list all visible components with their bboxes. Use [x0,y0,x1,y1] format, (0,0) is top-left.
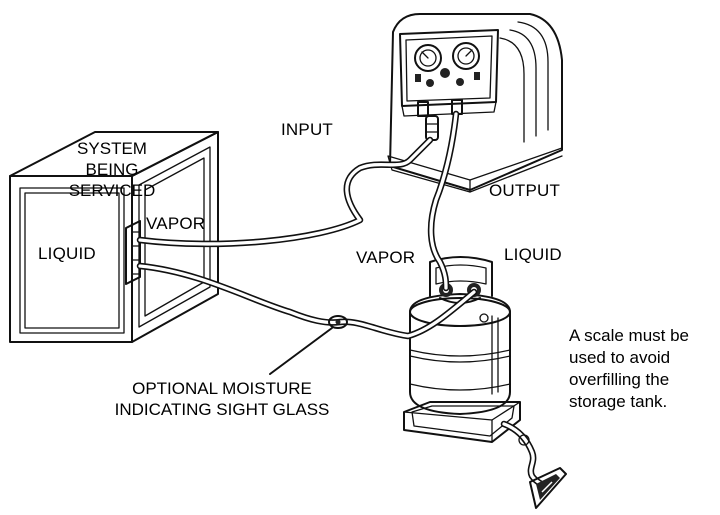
system-label-line: SERVICED [68,181,156,200]
sight-glass-pointer [269,327,333,375]
scale-note: A scale must be used to avoid overfillin… [569,325,689,413]
scale-remote [500,420,567,509]
vapor-tank-label: VAPOR [356,248,416,267]
output-label: OUTPUT [489,181,561,200]
scale-note-line: A scale must be [569,326,690,345]
scale-note-line: storage tank. [569,392,668,411]
sight-glass-label: OPTIONAL MOISTURE INDICATING SIGHT GLASS [86,378,358,420]
scale-note-line: overfilling the [569,370,670,389]
storage-tank [403,256,521,443]
sight-glass-label-line: OPTIONAL MOISTURE [132,379,312,398]
scale-note-line: used to avoid [569,348,671,367]
liquid-tank-label: LIQUID [504,245,562,264]
sight-glass-label-line: INDICATING SIGHT GLASS [114,400,330,419]
system-label-line: SYSTEM [77,139,147,158]
input-label: INPUT [281,120,333,139]
hoses [136,110,478,340]
liquid-left-label: LIQUID [38,244,96,263]
vapor-left-label: VAPOR [146,214,206,233]
recovery-machine [387,13,563,193]
system-label-line: BEING [85,160,139,179]
system-label: SYSTEM BEING SERVICED [58,138,166,201]
